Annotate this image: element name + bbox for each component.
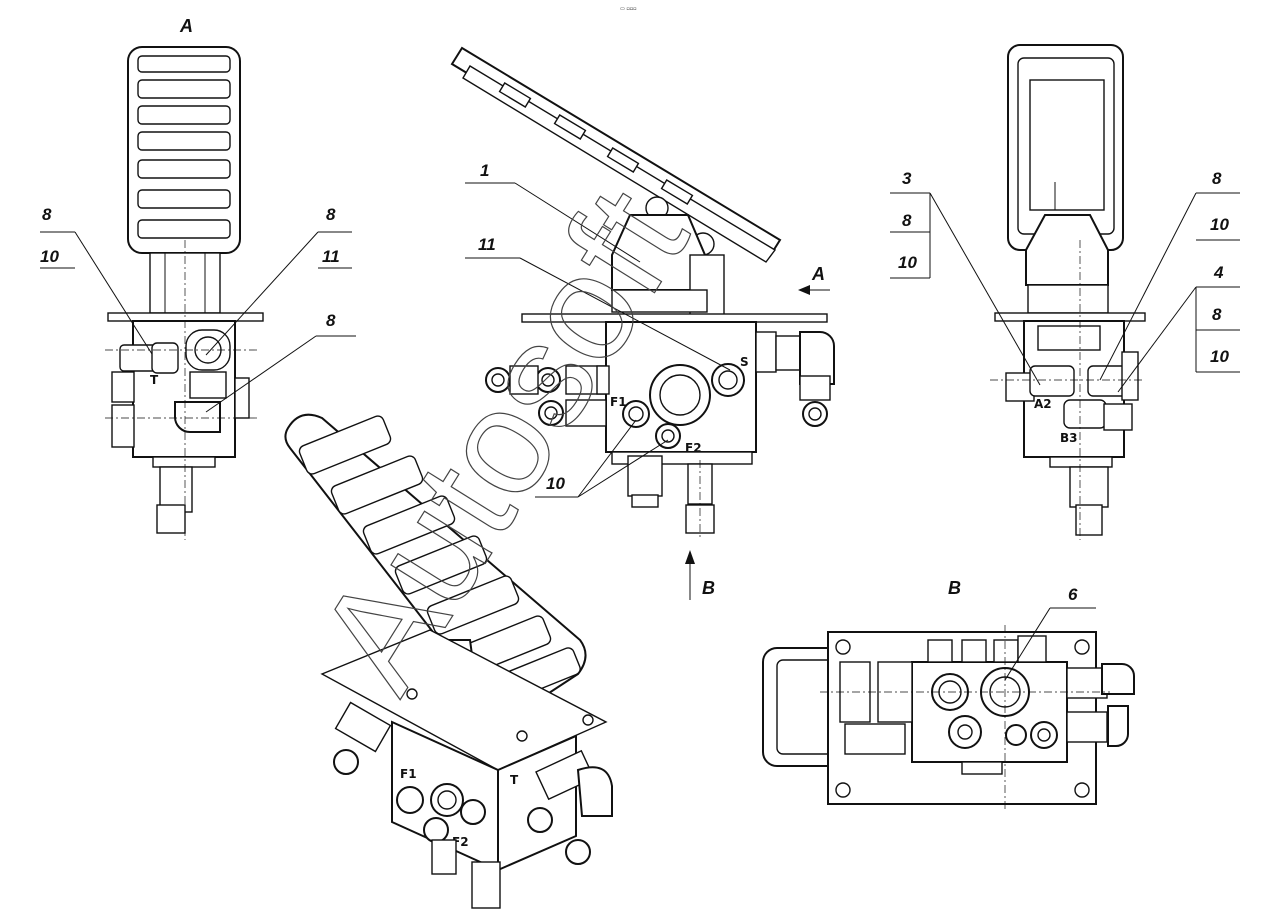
view-right: A2 B3 3 8 10 8 10 4 8 10 [890,44,1240,540]
callout-10-a: 10 [40,247,59,266]
callout-8-f: 8 [1212,305,1222,324]
isometric-view: F1 F2 T [284,413,613,909]
iso-port-t: T [510,773,519,787]
callout-4: 4 [1213,263,1224,282]
callout-10-c: 10 [898,253,917,272]
callout-11-b: 11 [478,235,496,254]
callout-10-d: 10 [1210,215,1229,234]
callout-1: 1 [480,161,489,180]
callout-10-e: 10 [1210,347,1229,366]
side-view-center: ▭ ▫▫▫ F1 F2 S [450,6,835,600]
port-f1: F1 [610,395,627,409]
view-b-label: B [948,578,961,598]
port-b3: B3 [1060,431,1078,445]
view-b-arrow-label: B [702,578,715,598]
tiny-mark: ▭ ▫▫▫ [620,6,636,12]
port-f2: F2 [685,441,702,455]
callout-10-b: 10 [546,474,565,493]
iso-port-f1: F1 [400,767,417,781]
view-a-left: A T [40,16,356,540]
view-b-bottom: B 6 [762,578,1135,810]
callout-6: 6 [1068,585,1078,604]
port-t-left: T [150,373,159,387]
port-s: S [740,355,749,369]
callout-8-a: 8 [42,205,52,224]
callout-8-b: 8 [326,205,336,224]
port-a2: A2 [1034,397,1052,411]
callout-8-d: 8 [902,211,912,230]
view-a-arrow-label: A [811,264,825,284]
view-a-label: A [179,16,193,36]
callout-8-c: 8 [326,311,336,330]
callout-8-e: 8 [1212,169,1222,188]
callout-11-a: 11 [322,247,340,266]
callout-3: 3 [902,169,912,188]
